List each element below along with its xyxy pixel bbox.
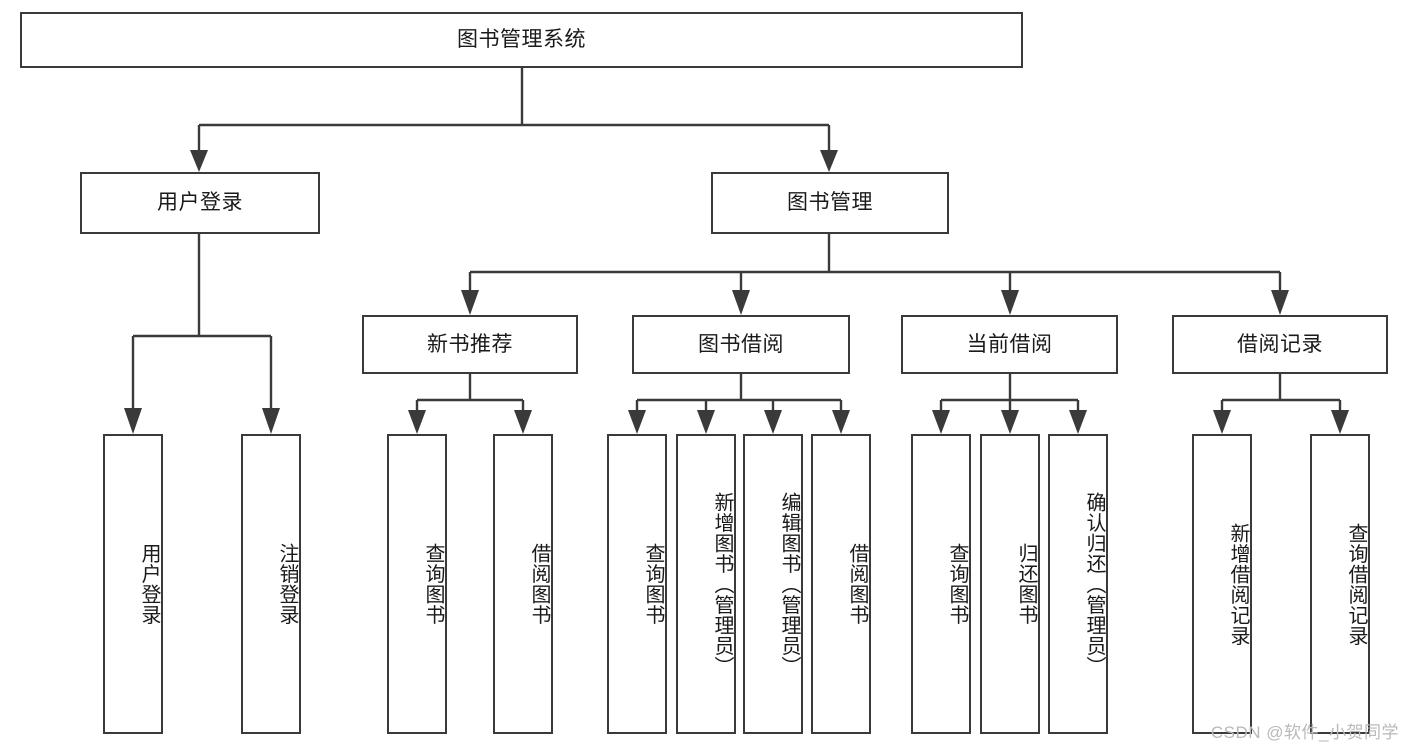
leaf-label: 查询图书	[642, 543, 664, 625]
leaf-label: 新增图书（管理员）	[711, 491, 733, 677]
leaf-book-borrow-borrow[interactable]: 借阅图书	[811, 434, 871, 734]
node-borrow-record[interactable]: 借阅记录	[1172, 315, 1388, 374]
node-current-borrow[interactable]: 当前借阅	[901, 315, 1118, 374]
arrow-head-current-borrow	[1001, 290, 1019, 315]
arrow-head-user-login	[190, 150, 208, 172]
arrow-head-new-book-recommend	[461, 290, 479, 315]
arrow-head-cb-leaf-3	[1069, 410, 1087, 434]
node-book-manage-label: 图书管理	[787, 191, 873, 215]
arrow-head-cb-leaf-2	[1001, 410, 1019, 434]
node-new-book-recommend-label: 新书推荐	[427, 332, 513, 356]
node-root-label: 图书管理系统	[457, 28, 586, 52]
arrow-head-leaf-user-login-1	[124, 408, 142, 434]
node-book-borrow-label: 图书借阅	[698, 332, 784, 356]
node-borrow-record-label: 借阅记录	[1237, 332, 1323, 356]
arrow-head-br-leaf-1	[1213, 410, 1231, 434]
arrow-head-cb-leaf-1	[932, 410, 950, 434]
node-root[interactable]: 图书管理系统	[20, 12, 1023, 68]
leaf-label: 查询借阅记录	[1345, 522, 1367, 646]
leaf-user-login-login[interactable]: 用户登录	[103, 434, 163, 734]
arrow-head-bb-leaf-4	[832, 410, 850, 434]
leaf-borrow-record-add[interactable]: 新增借阅记录	[1192, 434, 1252, 734]
leaf-new-book-query[interactable]: 查询图书	[387, 434, 447, 734]
leaf-label: 确认归还（管理员）	[1083, 491, 1105, 677]
leaf-label: 归还图书	[1015, 543, 1037, 625]
leaf-label: 编辑图书（管理员）	[778, 491, 800, 677]
leaf-label: 借阅图书	[528, 543, 550, 625]
arrow-head-book-borrow	[732, 290, 750, 315]
leaf-borrow-record-query[interactable]: 查询借阅记录	[1310, 434, 1370, 734]
node-new-book-recommend[interactable]: 新书推荐	[362, 315, 578, 374]
arrow-head-book-manage	[820, 150, 838, 172]
leaf-label: 新增借阅记录	[1227, 522, 1249, 646]
arrow-head-bb-leaf-1	[628, 410, 646, 434]
leaf-current-borrow-return[interactable]: 归还图书	[980, 434, 1040, 734]
leaf-book-borrow-query[interactable]: 查询图书	[607, 434, 667, 734]
node-user-login[interactable]: 用户登录	[80, 172, 320, 234]
leaf-new-book-borrow[interactable]: 借阅图书	[493, 434, 553, 734]
arrow-head-nbr-leaf-2	[514, 410, 532, 434]
leaf-label: 借阅图书	[846, 543, 868, 625]
leaf-book-borrow-add[interactable]: 新增图书（管理员）	[676, 434, 736, 734]
arrow-head-leaf-user-login-2	[262, 408, 280, 434]
arrow-head-br-leaf-2	[1331, 410, 1349, 434]
leaf-label: 注销登录	[276, 543, 298, 625]
node-current-borrow-label: 当前借阅	[966, 332, 1053, 356]
leaf-current-borrow-query[interactable]: 查询图书	[911, 434, 971, 734]
leaf-user-login-logout[interactable]: 注销登录	[241, 434, 301, 734]
leaf-label: 查询图书	[422, 543, 444, 625]
node-book-borrow[interactable]: 图书借阅	[632, 315, 850, 374]
arrow-head-nbr-leaf-1	[408, 410, 426, 434]
node-book-manage[interactable]: 图书管理	[711, 172, 949, 234]
leaf-label: 用户登录	[138, 543, 160, 625]
watermark: CSDN @软件_小贺同学	[1210, 723, 1399, 742]
arrow-head-bb-leaf-3	[764, 410, 782, 434]
leaf-book-borrow-edit[interactable]: 编辑图书（管理员）	[743, 434, 803, 734]
arrow-head-borrow-record	[1271, 290, 1289, 315]
arrow-head-bb-leaf-2	[697, 410, 715, 434]
leaf-label: 查询图书	[946, 543, 968, 625]
node-user-login-label: 用户登录	[157, 191, 243, 215]
leaf-current-borrow-confirm-return[interactable]: 确认归还（管理员）	[1048, 434, 1108, 734]
